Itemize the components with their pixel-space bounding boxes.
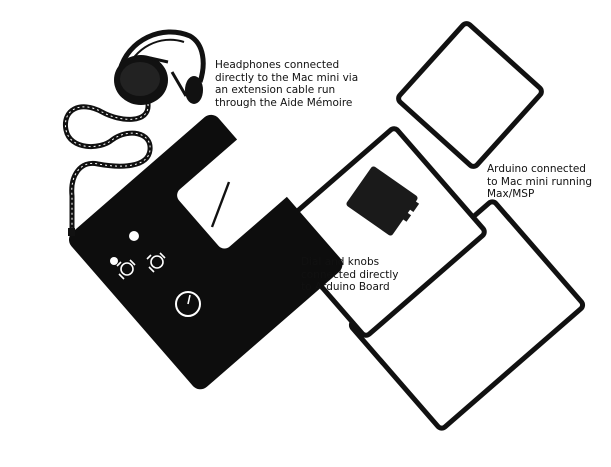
dial-knobs-annotation: Dial and knobs connected directly to Ard…	[301, 256, 411, 294]
arduino-annotation: Arduino connected to Mac mini running Ma…	[487, 163, 602, 201]
indicator-light	[110, 257, 118, 265]
rotary-knob	[176, 292, 200, 316]
indicator-light	[129, 231, 139, 241]
aide-memoire-box	[65, 111, 347, 394]
mac-mini-frame-small	[397, 22, 544, 169]
headphones-annotation: Headphones connected directly to the Mac…	[215, 59, 375, 109]
